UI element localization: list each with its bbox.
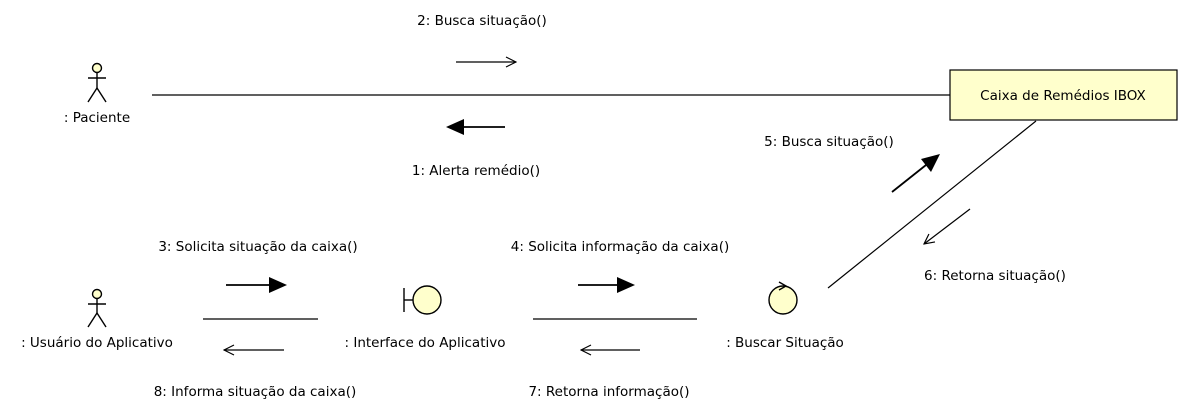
object-controle-label: : Buscar Situação [726,335,844,351]
object-caixa-label: Caixa de Remédios IBOX [980,88,1146,104]
message-6-label: 6: Retorna situação() [924,268,1066,284]
object-controle[interactable]: : Buscar Situação [726,281,844,351]
message-7-label: 7: Retorna informação() [528,384,689,400]
message-6-arrow [924,208,971,244]
actor-usuario-icon [87,288,107,328]
object-caixa[interactable]: Caixa de Remédios IBOX [949,69,1178,121]
actor-paciente[interactable]: : Paciente [64,62,130,127]
message-1-arrowhead [446,119,464,135]
actor-paciente-label: : Paciente [64,110,130,126]
control-icon [768,281,798,315]
message-8[interactable]: 8: Informa situação da caixa() [154,350,357,400]
message-4-arrowhead [617,277,635,293]
message-5-label: 5: Busca situação() [764,134,894,150]
actor-usuario[interactable]: : Usuário do Aplicativo [21,288,173,352]
message-1[interactable]: 1: Alerta remédio() [412,119,540,179]
message-3-arrowhead [269,277,287,293]
message-3-label: 3: Solicita situação da caixa() [158,239,357,255]
message-4-label: 4: Solicita informação da caixa() [511,239,729,255]
object-caixa-box [949,69,1178,121]
actor-usuario-label: : Usuário do Aplicativo [21,335,173,351]
link-controle-caixa [827,120,1037,289]
message-8-label: 8: Informa situação da caixa() [154,384,357,400]
boundary-icon [403,285,442,315]
message-6[interactable]: 6: Retorna situação() [924,208,1066,284]
object-interface-label: : Interface do Aplicativo [345,335,506,351]
message-5-arrowhead [921,154,940,172]
object-interface[interactable]: : Interface do Aplicativo [345,285,506,351]
message-4[interactable]: 4: Solicita informação da caixa() [511,239,729,293]
message-2[interactable]: 2: Busca situação() [417,13,547,62]
message-7[interactable]: 7: Retorna informação() [528,350,690,400]
message-5[interactable]: 5: Busca situação() [764,134,940,193]
message-5-arrow [891,164,927,193]
message-3[interactable]: 3: Solicita situação da caixa() [158,239,358,293]
message-1-label: 1: Alerta remédio() [412,163,540,179]
actor-paciente-icon [87,62,107,103]
message-2-label: 2: Busca situação() [417,13,547,29]
